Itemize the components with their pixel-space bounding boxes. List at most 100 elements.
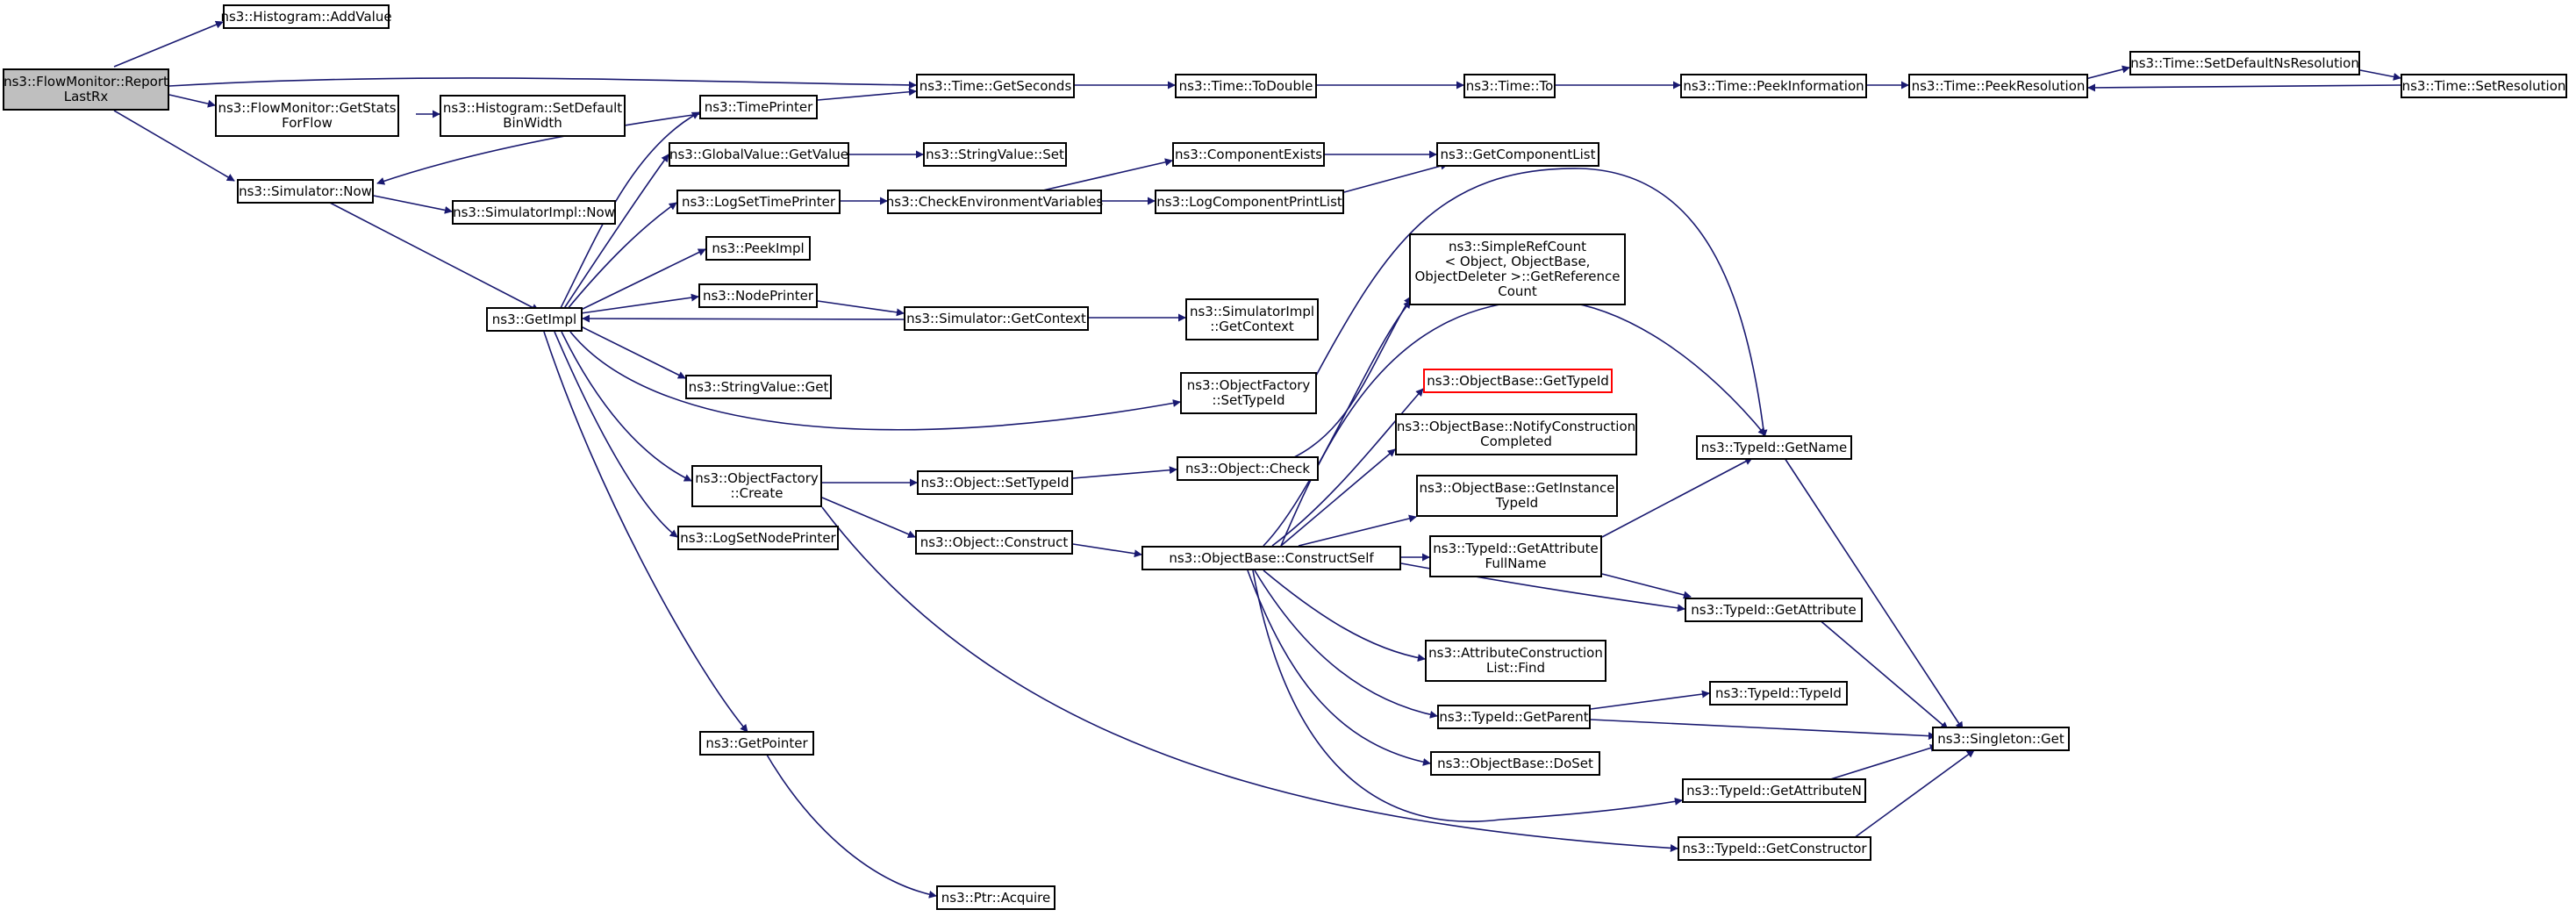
node-line: ns3::PeekImpl [712,240,805,256]
node-checkenvironmentvariables[interactable]: ns3::CheckEnvironmentVariables [886,190,1103,214]
node-componentexists[interactable]: ns3::ComponentExists [1172,142,1325,167]
edge-getimpl-getpointer [543,331,748,733]
edge-objconstruct-ctorself [1072,543,1142,558]
node-typeid-getattributen[interactable]: ns3::TypeId::GetAttributeN [1682,778,1866,803]
node-time-peekresolution[interactable]: ns3::Time::PeekResolution [1908,74,2088,98]
node-objectfactory-settypeid[interactable]: ns3::ObjectFactory::SetTypeId [1180,372,1317,414]
node-line: ns3::GetComponentList [1440,146,1596,162]
node-logsettimeprinter[interactable]: ns3::LogSetTimePrinter [676,190,841,214]
node-typeid-getparent[interactable]: ns3::TypeId::GetParent [1437,705,1591,729]
node-line: ns3::LogComponentPrintList [1156,193,1342,210]
node-object-check[interactable]: ns3::Object::Check [1177,456,1319,481]
node-getpointer[interactable]: ns3::GetPointer [699,731,814,756]
node-line: ns3::SimulatorImpl::Now [453,204,615,220]
node-line: ns3::Object::Construct [919,534,1069,550]
node-line: ns3::Time::GetSeconds [919,77,1072,94]
edge-getpointer-ptracquire [763,749,937,899]
edge-tidgetattrn-singleton [1824,744,1938,782]
node-line: ns3::TypeId::GetName [1700,439,1848,455]
node-line: Count [1498,283,1537,299]
edge-root-sim-now [113,110,235,182]
node-logcomponentprintlist[interactable]: ns3::LogComponentPrintList [1155,190,1344,214]
node-peekimpl[interactable]: ns3::PeekImpl [705,236,811,261]
node-stringvalue-set[interactable]: ns3::StringValue::Set [923,142,1067,167]
node-line: ns3::Time::PeekInformation [1683,77,1864,94]
edge-ofcreate-getctor [821,506,1678,852]
node-logsetnodeprinter[interactable]: ns3::LogSetNodePrinter [677,526,839,550]
node-line: ns3::ComponentExists [1174,146,1323,162]
node-line: ns3::Histogram::SetDefault [442,100,623,116]
edge-tidgetparent-tidtypeid [1590,690,1710,710]
node-time-setresolution[interactable]: ns3::Time::SetResolution [2401,74,2567,98]
node-simulator-now[interactable]: ns3::Simulator::Now [237,179,374,204]
edge-timeprinter-getseconds [817,88,917,101]
edge-peekres-setdefaultns [2085,65,2130,80]
node-getcomponentlist[interactable]: ns3::GetComponentList [1436,142,1599,167]
node-globalvalue-getvalue[interactable]: ns3::GlobalValue::GetValue [669,142,849,167]
edge-getimpl-ofcreate [561,331,692,482]
node-simplerefcount-getreferencecount[interactable]: ns3::SimpleRefCount< Object, ObjectBase,… [1409,233,1626,305]
node-line: ns3::TypeId::GetAttributeN [1686,782,1862,799]
node-time-todouble[interactable]: ns3::Time::ToDouble [1175,74,1317,98]
node-line: ForFlow [282,115,333,131]
node-objectbase-doset[interactable]: ns3::ObjectBase::DoSet [1430,751,1600,776]
node-time-to[interactable]: ns3::Time::To [1463,74,1556,98]
node-histogram-addvalue[interactable]: ns3::Histogram::AddValue [220,4,392,29]
edge-tidgetname-singleton [1784,457,1964,730]
edge-ctorself-obgetinstance [1298,514,1417,547]
edge-ctorself-aclfind [1263,570,1426,663]
node-line: FullName [1485,555,1547,571]
node-singleton-get[interactable]: ns3::Singleton::Get [1932,727,2070,751]
node-line: ns3::Simulator::GetContext [906,310,1086,326]
node-simulator-getcontext[interactable]: ns3::Simulator::GetContext [904,306,1089,331]
node-timeprinter[interactable]: ns3::TimePrinter [699,95,818,119]
edge-objsettypeid-objcheck [1072,466,1177,479]
node-line: ns3::FlowMonitor::GetStats [218,100,397,116]
node-object-settypeid[interactable]: ns3::Object::SetTypeId [917,470,1073,495]
edge-getimpl-peekimpl [578,248,706,312]
node-typeid-getname[interactable]: ns3::TypeId::GetName [1696,435,1852,460]
node-line: ns3::TypeId::GetAttribute [1433,541,1599,556]
node-getimpl[interactable]: ns3::GetImpl [486,307,583,332]
edge-root-fm-getstats [168,94,216,108]
node-object-construct[interactable]: ns3::Object::Construct [915,530,1073,555]
edge-ctorself-simplerefcount [1263,300,1412,547]
node-line: ns3::TypeId::GetConstructor [1682,840,1867,856]
edge-ctorself-tidgetattrn [1252,570,1683,822]
node-nodeprinter[interactable]: ns3::NodePrinter [698,283,818,308]
node-simulatorimpl-getcontext[interactable]: ns3::SimulatorImpl::GetContext [1185,298,1319,340]
node-line: ns3::StringValue::Set [926,146,1064,162]
edge-simnow-simimpl [373,195,453,214]
node-objectfactory-create[interactable]: ns3::ObjectFactory::Create [691,465,822,507]
edge-timeprinter-simnow [376,113,700,185]
node-typeid-getattribute[interactable]: ns3::TypeId::GetAttribute [1685,598,1863,622]
node-time-peekinformation[interactable]: ns3::Time::PeekInformation [1680,74,1867,98]
node-line: TypeId [1495,495,1539,511]
node-line: ns3::ObjectFactory [1186,377,1311,393]
node-line: LastRx [63,89,109,104]
node-objectbase-gettypeid[interactable]: ns3::ObjectBase::GetTypeId [1423,369,1613,393]
node-line: ns3::StringValue::Get [688,378,829,395]
node-stringvalue-get[interactable]: ns3::StringValue::Get [685,375,832,399]
node-time-getseconds[interactable]: ns3::Time::GetSeconds [916,74,1075,98]
node-line: List::Find [1485,660,1546,676]
node-time-setdefaultnsresolution[interactable]: ns3::Time::SetDefaultNsResolution [2129,51,2360,75]
node-line: ns3::ObjectBase::DoSet [1437,755,1593,771]
node-ptr-acquire[interactable]: ns3::Ptr::Acquire [936,885,1055,910]
edge-ctorself-obdoset [1247,570,1431,766]
node-line: BinWidth [503,115,562,131]
edge-logcompprint-getcomplist [1343,161,1449,193]
node-typeid-typeid[interactable]: ns3::TypeId::TypeId [1709,681,1848,706]
node-line: ns3::Histogram::AddValue [220,8,392,25]
node-simulatorimpl-now[interactable]: ns3::SimulatorImpl::Now [452,200,616,225]
node-line: ns3::ObjectBase::ConstructSelf [1169,549,1374,566]
node-typeid-getconstructor[interactable]: ns3::TypeId::GetConstructor [1678,836,1871,861]
node-objectbase-constructself[interactable]: ns3::ObjectBase::ConstructSelf [1141,546,1401,570]
